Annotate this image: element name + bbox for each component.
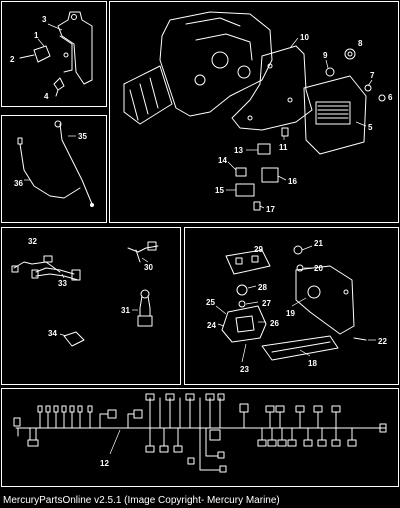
- callout-30: 30: [144, 263, 153, 272]
- callout-17: 17: [266, 205, 275, 214]
- callout-15: 15: [215, 186, 224, 195]
- callout-27: 27: [262, 299, 271, 308]
- cable-assemblies: [17, 120, 94, 207]
- callout-32: 32: [28, 237, 37, 246]
- panel-cables: [1, 115, 107, 223]
- callout-11: 11: [279, 143, 288, 152]
- callout-31: 31: [121, 306, 130, 315]
- callout-29: 29: [254, 245, 263, 254]
- callout-23: 23: [240, 365, 249, 374]
- parts-exploded-diagram: 3 1 2 4 35 36: [1, 1, 399, 487]
- callout-28: 28: [258, 283, 267, 292]
- callout-12: 12: [100, 459, 109, 468]
- ecm-mounting-plate: [231, 45, 313, 131]
- callout-10: 10: [300, 33, 309, 42]
- panel-sensor-mount: [184, 227, 399, 385]
- ecm-hardware: [281, 48, 386, 137]
- engine-block: [123, 11, 273, 125]
- ecm-module: [303, 75, 367, 155]
- callout-13: 13: [234, 146, 243, 155]
- callout-7: 7: [370, 71, 375, 80]
- adapter-harnesses: [11, 241, 159, 347]
- callout-19: 19: [286, 309, 295, 318]
- callout-35: 35: [78, 132, 87, 141]
- callout-2: 2: [10, 55, 15, 64]
- main-wiring-harness: [13, 393, 387, 473]
- callout-36: 36: [14, 179, 23, 188]
- callout-14: 14: [218, 156, 227, 165]
- callout-26: 26: [270, 319, 279, 328]
- callout-1: 1: [34, 31, 39, 40]
- callout-8: 8: [358, 39, 363, 48]
- panel-bracket: [1, 1, 107, 107]
- panel-adapters: [1, 227, 181, 385]
- panel-harness: [1, 388, 399, 487]
- callout-22: 22: [378, 337, 387, 346]
- callout-25: 25: [206, 298, 215, 307]
- panel-engine-ecm: [109, 1, 399, 223]
- callout-5: 5: [368, 123, 373, 132]
- callout-3: 3: [42, 15, 47, 24]
- sensor-mount-assembly: [221, 245, 367, 361]
- callout-24: 24: [207, 321, 216, 330]
- callout-34: 34: [48, 329, 57, 338]
- callout-21: 21: [314, 239, 323, 248]
- callout-33: 33: [58, 279, 67, 288]
- copyright-caption: MercuryPartsOnline v2.5.1 (Image Copyrig…: [3, 495, 280, 506]
- callout-20: 20: [314, 264, 323, 273]
- callout-6: 6: [388, 93, 393, 102]
- callout-4: 4: [44, 92, 49, 101]
- bracket-assembly: [19, 11, 93, 97]
- callout-9: 9: [323, 51, 328, 60]
- callout-18: 18: [308, 359, 317, 368]
- callout-16: 16: [288, 177, 297, 186]
